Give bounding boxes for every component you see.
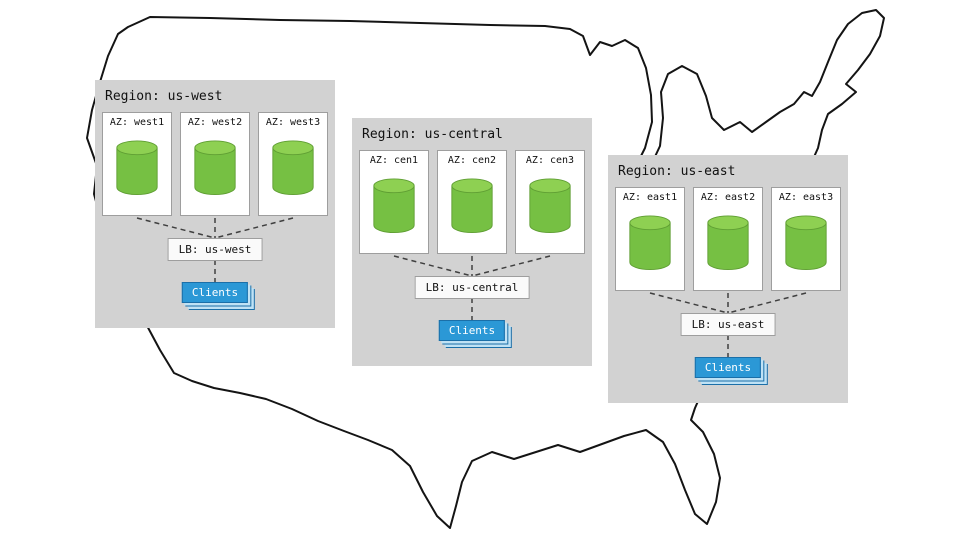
az-row: AZ: east1 AZ: east2 AZ: east3: [615, 187, 841, 291]
az-box-east1: AZ: east1: [615, 187, 685, 291]
az-box-west1: AZ: west1: [102, 112, 172, 216]
az-label: AZ: cen3: [525, 155, 575, 166]
az-label: AZ: west3: [265, 117, 321, 128]
region-us-east: Region: us-east AZ: east1 AZ: east2 AZ: …: [608, 155, 848, 403]
load-balancer-box: LB: us-west: [167, 238, 263, 261]
load-balancer-box: LB: us-east: [680, 313, 776, 336]
region-title: Region: us-west: [105, 89, 223, 104]
az-box-west2: AZ: west2: [180, 112, 250, 216]
database-cylinder-icon: [529, 178, 571, 234]
az-label: AZ: west1: [109, 117, 165, 128]
az-box-cen2: AZ: cen2: [437, 150, 507, 254]
az-box-cen1: AZ: cen1: [359, 150, 429, 254]
load-balancer-box: LB: us-central: [414, 276, 530, 299]
region-us-central: Region: us-central AZ: cen1 AZ: cen2 AZ:…: [352, 118, 592, 366]
database-cylinder-icon: [785, 215, 827, 271]
az-box-west3: AZ: west3: [258, 112, 328, 216]
database-cylinder-icon: [116, 140, 158, 196]
database-cylinder-icon: [629, 215, 671, 271]
az-label: AZ: east3: [778, 192, 834, 203]
az-box-cen3: AZ: cen3: [515, 150, 585, 254]
database-cylinder-icon: [451, 178, 493, 234]
clients-box: Clients: [438, 320, 506, 341]
region-us-west: Region: us-west AZ: west1 AZ: west2 AZ: …: [95, 80, 335, 328]
az-to-lb-connectors: [393, 255, 551, 320]
az-label: AZ: cen1: [369, 155, 419, 166]
az-label: AZ: west2: [187, 117, 243, 128]
az-row: AZ: west1 AZ: west2 AZ: west3: [102, 112, 328, 216]
az-label: AZ: east1: [622, 192, 678, 203]
database-cylinder-icon: [194, 140, 236, 196]
az-row: AZ: cen1 AZ: cen2 AZ: cen3: [359, 150, 585, 254]
database-cylinder-icon: [373, 178, 415, 234]
az-label: AZ: east2: [700, 192, 756, 203]
az-box-east3: AZ: east3: [771, 187, 841, 291]
az-to-lb-connectors: [649, 292, 807, 357]
az-label: AZ: cen2: [447, 155, 497, 166]
clients-box: Clients: [181, 282, 249, 303]
az-box-east2: AZ: east2: [693, 187, 763, 291]
database-cylinder-icon: [272, 140, 314, 196]
region-title: Region: us-east: [618, 164, 736, 179]
region-title: Region: us-central: [362, 127, 503, 142]
clients-box: Clients: [694, 357, 762, 378]
database-cylinder-icon: [707, 215, 749, 271]
az-to-lb-connectors: [136, 217, 294, 282]
